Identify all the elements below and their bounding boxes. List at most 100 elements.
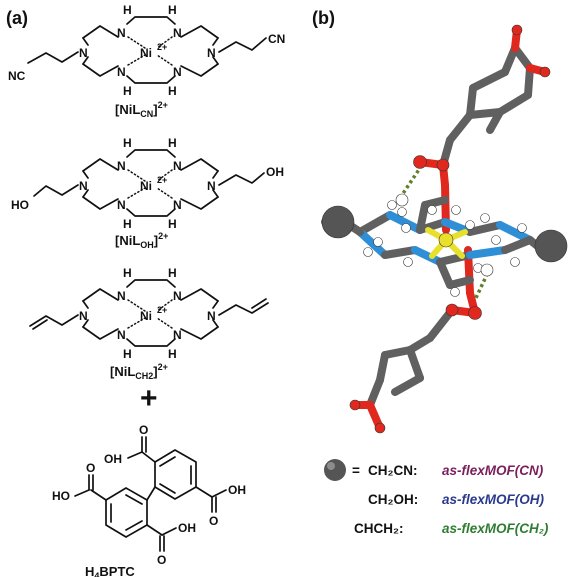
hydrogen-atom — [395, 193, 409, 207]
nitrogen-label: N — [173, 65, 182, 79]
complex-name: [NiLCH2]2+ — [110, 362, 168, 381]
nitrogen-label: N — [173, 159, 182, 173]
bond-stick — [376, 351, 389, 384]
hydrogen-atom — [450, 287, 460, 297]
nickel-atom — [438, 232, 454, 248]
node-sphere — [321, 205, 355, 239]
bond-stick — [391, 374, 424, 396]
node-sphere-icon — [324, 459, 346, 481]
oxygen-atom — [413, 155, 427, 169]
crystal-structure-model — [321, 24, 568, 434]
right-arm — [218, 172, 265, 186]
legend-equals: = — [352, 463, 360, 478]
oxygen-atom — [539, 66, 551, 78]
nitrogen-label: N — [207, 46, 216, 60]
legend-group-oh: CH₂OH: — [368, 492, 418, 507]
nitrogen-label: N — [173, 328, 182, 342]
hydrogen-atom — [397, 207, 407, 217]
hydrogen-atom — [401, 223, 411, 233]
nitrogen-label: N — [117, 159, 126, 173]
hydrogen-label: H — [123, 136, 132, 150]
hydrogen-atom — [373, 237, 383, 247]
hydrogen-label: H — [123, 347, 132, 361]
bond-stick — [524, 64, 534, 99]
hydrogen-label: H — [123, 3, 132, 17]
bond-stick — [496, 91, 532, 116]
hydrogen-label: H — [168, 347, 177, 361]
linker-ho-label: HO — [52, 489, 70, 503]
complex-ch2-structure: H H N N N N H H Ni 2+ N N [NiLCH2]2+ — [29, 266, 269, 381]
left-arm — [27, 51, 79, 64]
panel-b-label: (b) — [312, 8, 335, 28]
hydrogen-atom — [510, 257, 520, 267]
nitrogen-label: N — [79, 46, 88, 60]
linker-oh-label: OH — [228, 483, 246, 497]
legend-product-cn: as-flexMOF(CN) — [442, 463, 544, 478]
coordination-bonds — [127, 36, 173, 66]
hydrogen-bond — [398, 167, 422, 199]
hydrogen-atom — [491, 235, 501, 245]
complex-cn-structure: H H N N N N H H Ni 2+ N N NC CN [NiLCN]2… — [8, 3, 285, 119]
left-group-label: HO — [11, 198, 29, 212]
nitrogen-label: N — [117, 26, 126, 40]
bond-stick — [436, 251, 474, 266]
hydrogen-atom — [387, 200, 397, 210]
h4bptc-structure — [74, 436, 227, 552]
right-group-label: CN — [268, 32, 285, 46]
complex-name: [NiLCN]2+ — [115, 100, 168, 119]
legend-group-ch2: CHCH₂: — [354, 521, 404, 536]
legend-product-oh: as-flexMOF(OH) — [442, 492, 545, 507]
bond-stick — [501, 44, 519, 76]
bond-stick — [496, 221, 534, 244]
hydrogen-atom — [427, 205, 437, 215]
oxygen-label: O — [157, 553, 166, 567]
hydrogen-label: H — [168, 3, 177, 17]
hydrogen-atom — [480, 213, 490, 223]
oxygen-atom — [511, 24, 523, 36]
legend: = CH₂CN: as-flexMOF(CN) CH₂OH: as-flexMO… — [324, 459, 549, 536]
bond-stick — [466, 246, 509, 259]
oxygen-atom — [374, 422, 386, 434]
hydrogen-atom — [363, 247, 373, 257]
oxygen-label: O — [209, 514, 218, 528]
bond-stick — [381, 246, 419, 259]
hydrogen-label: H — [168, 84, 177, 98]
oxygen-label: O — [86, 461, 95, 475]
hydrogen-label: H — [123, 217, 132, 231]
bond-stick — [466, 108, 504, 119]
right-allyl-arm — [218, 298, 269, 316]
left-group-label: NC — [8, 69, 26, 83]
bond-stick — [381, 346, 414, 359]
nitrogen-label: N — [117, 198, 126, 212]
nitrogen-label: N — [79, 179, 88, 193]
right-group-label: OH — [266, 165, 284, 179]
macrocycle-ring — [82, 16, 219, 84]
hydrogen-atom — [465, 220, 475, 230]
nitrogen-label: N — [117, 289, 126, 303]
hydrogen-label: H — [168, 266, 177, 280]
nitrogen-label: N — [207, 309, 216, 323]
bond-stick — [421, 196, 449, 209]
nitrogen-label: N — [79, 309, 88, 323]
left-allyl-arm — [29, 314, 79, 330]
hydrogen-label: H — [123, 266, 132, 280]
hydrogen-atom — [451, 205, 461, 215]
nitrogen-label: N — [117, 65, 126, 79]
nickel-label: Ni — [140, 179, 152, 193]
bond-stick — [501, 236, 534, 254]
oxygen-atom — [468, 306, 482, 320]
oxygen-atom — [349, 399, 361, 411]
nickel-label: Ni — [140, 309, 152, 323]
hydrogen-atom — [517, 223, 527, 233]
complex-name: [NiLOH]2+ — [115, 231, 168, 250]
nitrogen-label: N — [173, 289, 182, 303]
complex-oh-structure: H H N N N N H H Ni 2+ N N HO OH [NiLOH]2… — [11, 136, 284, 250]
bond-stick — [446, 111, 474, 144]
legend-group-cn: CH₂CN: — [368, 463, 418, 478]
nickel-charge: 2+ — [157, 42, 167, 52]
hydrogen-atom — [480, 263, 494, 277]
bond-stick — [366, 376, 384, 409]
bond-stick — [386, 211, 424, 234]
linker-name: H4BPTC — [85, 564, 135, 577]
bond-stick — [446, 276, 474, 289]
